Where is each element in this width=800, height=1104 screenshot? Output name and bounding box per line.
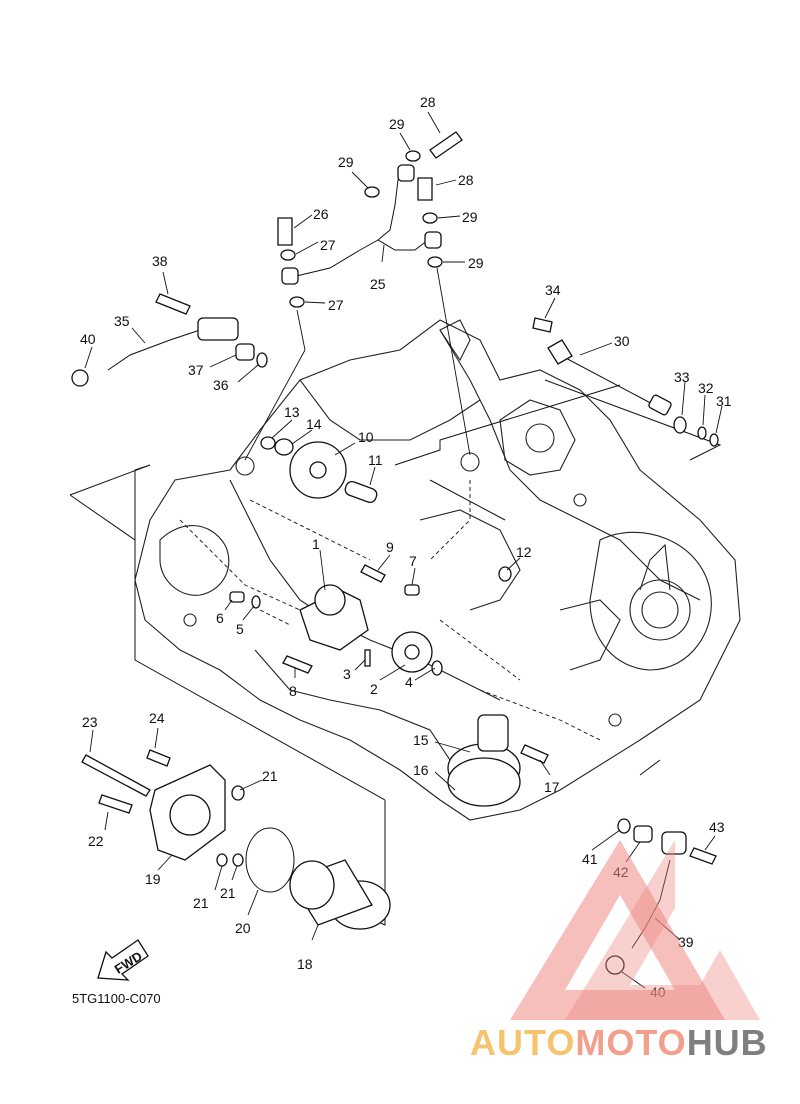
callout-6: 6 — [216, 610, 224, 626]
crankcase-housing — [134, 319, 741, 821]
callout-16: 16 — [413, 762, 429, 778]
callout-14: 14 — [306, 416, 322, 432]
callout-29c: 29 — [462, 209, 478, 225]
callout-2: 2 — [370, 681, 378, 697]
callout-22: 22 — [88, 833, 104, 849]
callout-35: 35 — [114, 313, 130, 329]
callout-3: 3 — [343, 666, 351, 682]
callout-32: 32 — [698, 380, 714, 396]
callout-41: 41 — [582, 851, 598, 867]
callout-5: 5 — [236, 621, 244, 637]
callout-29b: 29 — [338, 154, 354, 170]
callout-8: 8 — [289, 683, 297, 699]
callout-19: 19 — [145, 871, 161, 887]
assembly-frames — [69, 379, 722, 926]
callout-39: 39 — [678, 934, 694, 950]
callout-18: 18 — [297, 956, 313, 972]
callout-43: 43 — [709, 819, 725, 835]
watermark-brand-text: AUTOMOTOHUB — [470, 1022, 792, 1063]
callout-29a: 29 — [389, 116, 405, 132]
callout-37: 37 — [188, 362, 204, 378]
callout-33: 33 — [674, 369, 690, 385]
diagram-code: 5TG1100-C070 — [72, 991, 161, 1006]
callout-9: 9 — [386, 539, 394, 555]
callout-38: 38 — [152, 253, 168, 269]
watermark-hub: HUB — [686, 1022, 768, 1063]
callout-40a: 40 — [80, 331, 96, 347]
callout-21b: 21 — [193, 895, 209, 911]
callout-29d: 29 — [468, 255, 484, 271]
callout-25: 25 — [370, 276, 386, 292]
callout-23: 23 — [82, 714, 98, 730]
callout-4: 4 — [405, 674, 413, 690]
watermark-auto: AUTO — [470, 1022, 576, 1063]
callout-7: 7 — [409, 553, 417, 569]
leader-lines — [84, 111, 723, 989]
callout-15: 15 — [413, 732, 429, 748]
callout-28a: 28 — [420, 94, 436, 110]
callout-10: 10 — [358, 429, 374, 445]
callout-31: 31 — [716, 393, 732, 409]
callout-11: 11 — [368, 452, 383, 468]
callout-36: 36 — [213, 377, 229, 393]
callout-30: 30 — [614, 333, 630, 349]
callout-34: 34 — [545, 282, 561, 298]
callout-21c: 21 — [220, 885, 236, 901]
oil-pipe-assembly — [107, 164, 687, 949]
callout-21a: 21 — [262, 768, 278, 784]
watermark-moto: MOTO — [575, 1022, 687, 1063]
callout-27a: 27 — [320, 237, 336, 253]
forward-direction-arrow: FWD — [97, 939, 149, 981]
callout-12: 12 — [516, 544, 532, 560]
callout-13: 13 — [284, 404, 300, 420]
callout-20: 20 — [235, 920, 251, 936]
callout-28b: 28 — [458, 172, 474, 188]
callout-17: 17 — [544, 779, 560, 795]
callout-27b: 27 — [328, 297, 344, 313]
watermark-triangle-logo — [510, 840, 760, 1020]
callout-24: 24 — [149, 710, 165, 726]
callout-26: 26 — [313, 206, 329, 222]
callout-1: 1 — [312, 536, 320, 552]
